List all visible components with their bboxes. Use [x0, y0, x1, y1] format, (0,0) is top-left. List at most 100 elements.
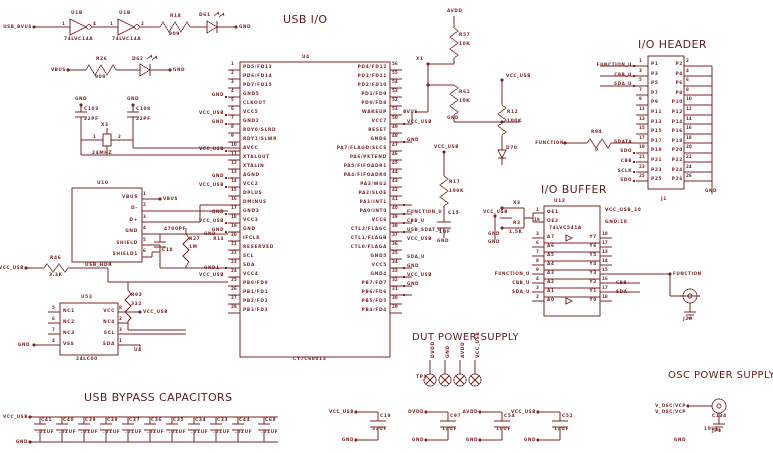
u4-pin-num-33: 33 — [392, 268, 398, 273]
u4-pin-num-47: 47 — [392, 142, 398, 147]
ref-r46: R46 — [50, 256, 62, 261]
val-r27: 1M — [189, 245, 198, 250]
header-net-cbb-u: CBB_U — [614, 71, 632, 77]
u4-pin-num-40: 40 — [392, 205, 398, 210]
u4-pin-label-pa6-pktend: PA6/PKTEND — [349, 155, 387, 160]
u4-pin-num-13: 13 — [231, 169, 237, 174]
u12-pin-num-a-1: 6 — [536, 240, 539, 245]
net-label-gnd-10: GND:10 — [605, 220, 628, 225]
bypass-cap-val-c68: .01UF — [261, 430, 279, 435]
u4-pin-num-28: 28 — [231, 304, 237, 309]
header-net-sdata: SDATA — [614, 138, 632, 144]
u4-pin-num-11: 11 — [231, 151, 237, 156]
header-pin-label-p10: P10 — [671, 100, 683, 106]
net-label-usb-bvus: USB_BVUS — [3, 24, 32, 29]
bottom-cap-gnd-c19: GND — [341, 437, 354, 442]
u4-pin-label-vcc5: VCC5 — [371, 263, 387, 268]
u4-pin-num-32: 32 — [392, 277, 398, 282]
ref-r61: R61 — [459, 90, 471, 95]
u4-pin-label-xtalin: XTALIN — [243, 164, 265, 169]
u53-pin-label-nc2: NC2 — [63, 320, 75, 325]
u12-pin-num-a-0: 3 — [536, 231, 539, 236]
u4-pin-label-vcc5: VCC5 — [243, 110, 259, 115]
header-pin-num-25: 25 — [639, 173, 645, 179]
u10-pin-label-shield1: SHIELD1 — [112, 252, 138, 257]
u4-pin-num-17: 17 — [231, 205, 237, 210]
header-pin-num-6: 6 — [686, 77, 689, 83]
u12-in-net-cbb-u: CBB_U — [512, 280, 530, 285]
header-net-sdo: SDO — [620, 148, 632, 154]
header-pin-num-18: 18 — [686, 134, 692, 140]
ref-x3-crystal: X3 — [101, 123, 109, 128]
ref-j1: J1 — [661, 197, 667, 202]
header-net-cbb: CBB — [620, 158, 632, 163]
bottom-cap-val-c97: 10UF — [442, 427, 458, 432]
u4-pin-num-19: 19 — [231, 223, 237, 228]
u4-pin-label-pd4-fd12: PD4/FD12 — [357, 65, 387, 70]
net-label-gnd-vbus: GND — [173, 67, 186, 72]
u4-pin-num-10: 10 — [231, 142, 237, 147]
u4-pin-num-14: 14 — [231, 178, 237, 183]
header-pin-label-p13: P13 — [651, 119, 663, 125]
header-pin-label-p9: P9 — [651, 100, 659, 106]
u4-pin-label-gnd3: GND3 — [243, 209, 260, 214]
bypass-cap-ref-c39: C39 — [85, 418, 97, 423]
val-r26: 909 — [95, 75, 106, 80]
u4-pin-num-7: 7 — [231, 115, 234, 120]
u53-pin-label-vss: VSS — [63, 342, 75, 347]
bypass-cap-val-c37: .01UF — [125, 430, 143, 435]
u4-pin-num-30: 30 — [392, 295, 398, 300]
u4-pin-num-52: 52 — [392, 97, 398, 102]
bottom-cap-gnd-c134: GND — [673, 437, 686, 442]
header-pin-label-p17: P17 — [651, 138, 663, 144]
u4-pin-num-29: 29 — [392, 304, 398, 309]
u4-right-net-vcc-usb-50: VCC_USB — [407, 119, 432, 124]
pin-num-inv1-in: 1 — [62, 21, 65, 26]
bottom-cap-net-c19: VCC_USB — [329, 409, 354, 414]
u10-pin-num-5: 5 — [143, 236, 146, 242]
u4-pin-num-22: 22 — [231, 250, 237, 255]
part-u53: 24LC00 — [76, 357, 98, 362]
u4-pin-label-pd6-fd14: PD6/FD14 — [243, 74, 273, 79]
u4-pin-num-12: 12 — [231, 160, 237, 165]
u4-pin-label-pb2-fd2: PB2/FD2 — [243, 299, 269, 304]
u12-pin-label-y3: Y3 — [589, 271, 597, 276]
u4-left-net-r14-20: R14 — [213, 236, 224, 241]
net-label-gnd-buffer: GND — [488, 231, 501, 236]
val-c18: 4700PF — [164, 227, 187, 232]
ref-x3-buffer: X3 — [513, 201, 521, 206]
u4-pin-num-2: 2 — [231, 70, 234, 75]
u4-left-net-gnd-13: GND — [211, 173, 224, 178]
u10-pin-num-6: 6 — [143, 248, 146, 253]
header-pin-num-12: 12 — [686, 106, 692, 111]
dut-power-label-avdd: AVDD — [461, 341, 466, 358]
bottom-cap-net-c134: V_OSC/VCP — [655, 409, 686, 414]
part-u12: 74LVC541A — [549, 226, 582, 231]
u4-pin-label-gnd2: GND2 — [243, 119, 260, 124]
ref-r17: R17 — [449, 180, 461, 185]
pin-num-inv2-out: 2 — [141, 21, 144, 26]
net-label-avdd: AVDD — [447, 8, 463, 13]
bypass-cap-val-c33: .01UF — [213, 430, 231, 435]
u4-right-net-usb-sdat-u-39: USB_SDAT_U — [407, 227, 442, 232]
val-r57: 10K — [459, 42, 471, 47]
u12-pin-label-y1: Y1 — [589, 289, 597, 294]
val-c108: 22PF — [136, 117, 151, 122]
u4-pin-num-41: 41 — [392, 196, 398, 201]
u4-left-net-vcc-usb-14: VCC_USB — [199, 182, 224, 187]
net-label-gnd-r17b: GND — [488, 239, 501, 244]
u12-pin-label-a2: A2 — [547, 280, 555, 285]
header-pin-label-p22: P22 — [671, 158, 683, 163]
u12-pin-num-a-5: 4 — [536, 276, 539, 281]
bypass-cap-val-c35: .01UF — [169, 430, 187, 435]
u53-pin-label-nc3: NC3 — [63, 331, 75, 336]
bypass-cap-val-c41: .01UF — [37, 430, 55, 435]
u10-pin-num-3: 3 — [143, 213, 146, 219]
val-r46: 3.3K — [49, 273, 63, 278]
u12-pin-label-a6: A6 — [547, 244, 555, 249]
header-pin-num-2: 2 — [686, 58, 689, 63]
u4-pin-num-38: 38 — [392, 223, 398, 228]
bypass-cap-val-c44: .01UF — [235, 430, 253, 435]
u12-pin-num-a-6: 3 — [536, 285, 539, 290]
u4-left-net-gnd-17: GND — [211, 209, 224, 214]
